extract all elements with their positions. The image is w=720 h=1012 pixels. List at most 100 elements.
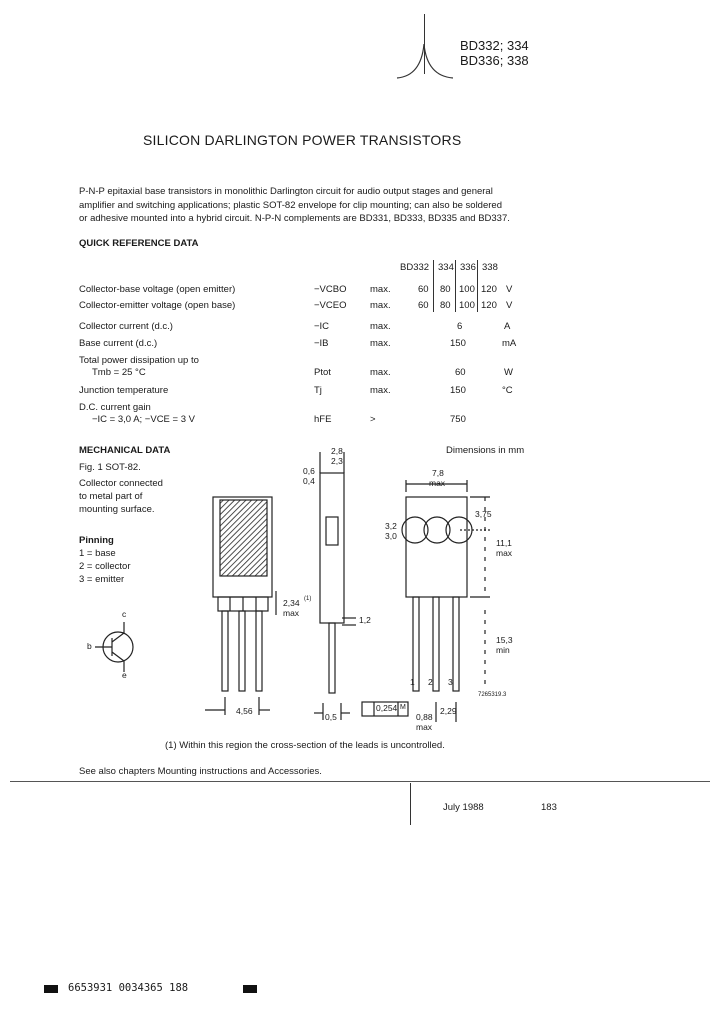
see-also-note: See also chapters Mounting instructions … [79, 766, 322, 777]
dim-0-88-max: max [416, 722, 433, 732]
row-value: 60 [455, 367, 466, 378]
front-view-lead-1 [221, 610, 229, 692]
rear-view-hole-2 [423, 516, 451, 544]
rear-view-body [405, 496, 468, 598]
footer-page-number: 183 [541, 802, 557, 813]
row-value: 60 [418, 300, 429, 311]
row-unit: A [504, 321, 511, 332]
row-symbol: −IC [314, 321, 330, 332]
row-value: 80 [440, 284, 451, 295]
lead-number-3: 3 [448, 677, 453, 687]
row-cond: max. [370, 284, 391, 295]
dim-2-34: 2,34 [283, 598, 300, 608]
front-view-lead-2 [238, 610, 246, 692]
dim-7-8-max: max [429, 478, 446, 488]
row-param: Junction temperature [79, 385, 169, 396]
row-value: 150 [450, 338, 466, 349]
col-sep-1 [433, 260, 434, 312]
footer-divider [410, 783, 411, 825]
row-param: Collector-emitter voltage (open base) [79, 300, 236, 311]
dim-3-75: 3,75 [475, 509, 492, 519]
row-unit: V [506, 300, 513, 311]
dim-15-3-min: min [496, 645, 510, 655]
row-symbol: −IB [314, 338, 329, 349]
row-value: 6 [457, 321, 463, 332]
row-symbol: Ptot [314, 367, 331, 378]
row-cond: max. [370, 367, 391, 378]
barcode-text: 6653931 0034365 188 [68, 982, 189, 994]
quick-ref-heading: QUICK REFERENCE DATA [79, 238, 199, 249]
dim-11-1-max: max [496, 548, 513, 558]
footnote: (1) Within this region the cross-section… [165, 740, 445, 751]
front-view-mounting-plate [219, 499, 268, 577]
row-cond: max. [370, 338, 391, 349]
row-cond: max. [370, 321, 391, 332]
dim-2-29: 2,29 [440, 706, 457, 716]
row-value: 750 [450, 414, 466, 425]
page-title: SILICON DARLINGTON POWER TRANSISTORS [143, 132, 462, 148]
row-cond: max. [370, 300, 391, 311]
dim-11-1: 11,1 [496, 538, 512, 548]
row-param: Collector current (d.c.) [79, 321, 173, 332]
symbol-label-b: b [87, 641, 92, 651]
col-head-bd332: BD332 [400, 262, 430, 273]
tolerance-m: M [400, 704, 406, 711]
row-unit: mA [502, 338, 517, 349]
col-sep-2 [455, 260, 456, 312]
intro-line-2: amplifier and switching applications; pl… [79, 200, 502, 211]
collector-note-1: Collector connected [79, 478, 163, 489]
pin-2: 2 = collector [79, 561, 131, 572]
dim-1-2: 1,2 [359, 615, 371, 625]
pin-3: 3 = emitter [79, 574, 125, 585]
intro-line-1: P-N-P epitaxial base transistors in mono… [79, 186, 493, 197]
row-value: 100 [459, 300, 475, 311]
mechanical-heading: MECHANICAL DATA [79, 445, 171, 456]
dim-0-254: 0,254 [376, 703, 398, 713]
footer-rule [10, 781, 710, 782]
row-value: 150 [450, 385, 466, 396]
row-cond: > [370, 414, 376, 425]
sot82-outline-drawing [95, 452, 490, 722]
row-param-2: Tmb = 25 °C [92, 367, 146, 378]
rear-view-lead-3 [452, 596, 460, 692]
pin-1: 1 = base [79, 548, 116, 559]
figure-caption: Fig. 1 SOT-82. [79, 462, 141, 473]
collector-note-2: to metal part of [79, 491, 143, 502]
row-param: Total power dissipation up to [79, 355, 199, 366]
row-unit: V [506, 284, 513, 295]
dim-0-4: 0,4 [303, 476, 315, 486]
lead-number-2: 2 [428, 677, 433, 687]
rear-view-lead-2 [432, 596, 440, 692]
row-symbol: Tj [314, 385, 322, 396]
row-param-2: −IC = 3,0 A; −VCE = 3 V [92, 414, 195, 425]
dim-0-88: 0,88 [416, 712, 433, 722]
row-param: Collector-base voltage (open emitter) [79, 284, 236, 295]
dimensions-note: Dimensions in mm [446, 445, 525, 456]
row-value: 80 [440, 300, 451, 311]
figure-code: 7265319.3 [478, 692, 507, 698]
dim-note-mark: (1) [304, 596, 312, 602]
row-cond: max. [370, 385, 391, 396]
row-param: D.C. current gain [79, 402, 151, 413]
dim-0-5: 0,5 [325, 712, 337, 722]
col-head-336: 336 [460, 262, 476, 273]
row-unit: °C [502, 385, 513, 396]
row-unit: W [504, 367, 513, 378]
rear-view-lead-1 [412, 596, 420, 692]
dim-15-3: 15,3 [496, 635, 513, 645]
dim-3-2: 3,2 [385, 521, 397, 531]
symbol-label-e: e [122, 670, 127, 680]
type-number-1: BD332; 334 [460, 38, 529, 53]
side-view-notch [325, 516, 339, 546]
dim-2-3: 2,3 [331, 456, 343, 466]
symbol-label-c: c [122, 609, 127, 619]
pinning-heading: Pinning [79, 535, 114, 546]
lead-number-1: 1 [410, 677, 415, 687]
header-curve [396, 43, 454, 79]
type-number-2: BD336; 338 [460, 53, 529, 68]
row-symbol: hFE [314, 414, 332, 425]
barcode-block-right [243, 985, 257, 993]
dim-7-8: 7,8 [432, 468, 444, 478]
intro-line-3: or adhesive mounted into a hybrid circui… [79, 213, 510, 224]
collector-note-3: mounting surface. [79, 504, 155, 515]
